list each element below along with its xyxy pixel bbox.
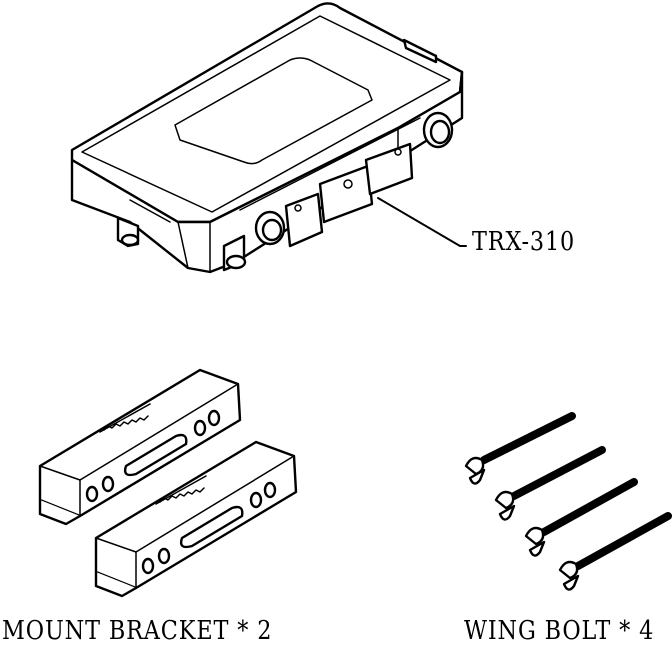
wing-bolt-4 xyxy=(560,516,668,590)
trx-310-label: TRX-310 xyxy=(472,227,575,257)
wing-bolt-label: WING BOLT * 4 xyxy=(464,616,654,646)
trx-310-leader-line xyxy=(378,198,466,246)
trx-310-device xyxy=(72,3,466,272)
mount-bracket-label: MOUNT BRACKET * 2 xyxy=(2,616,272,646)
